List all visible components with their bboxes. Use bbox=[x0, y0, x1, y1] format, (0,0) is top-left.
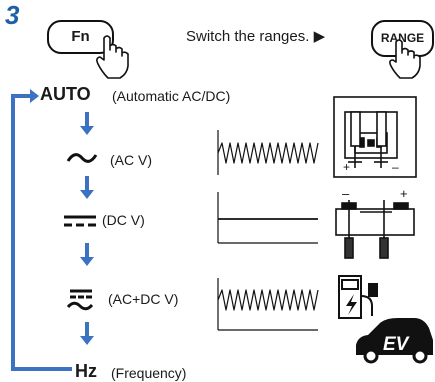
svg-text:–: – bbox=[342, 186, 350, 201]
mode-acdc-v-label: (AC+DC V) bbox=[108, 291, 179, 307]
mode-dc-v-label: (DC V) bbox=[102, 212, 145, 228]
wall-outlet-icon bbox=[333, 96, 417, 178]
step-number: 3 bbox=[5, 0, 20, 30]
ac-symbol-icon bbox=[66, 153, 98, 163]
acdc-waveform bbox=[217, 278, 319, 331]
fn-key[interactable]: Fn bbox=[47, 20, 114, 54]
mode-ac-v-label: (AC V) bbox=[110, 152, 152, 168]
mode-auto-label: AUTO bbox=[40, 84, 91, 104]
svg-text:+: + bbox=[400, 186, 408, 201]
mode-auto-description: (Automatic AC/DC) bbox=[112, 88, 231, 104]
dc-waveform bbox=[217, 192, 318, 244]
hand-pointer-icon bbox=[96, 35, 129, 79]
svg-text:–: – bbox=[392, 160, 399, 174]
ev-car-icon bbox=[356, 318, 433, 364]
down-arrow bbox=[80, 112, 94, 135]
cycle-loop-arrow bbox=[11, 89, 72, 371]
mode-hz-description: (Frequency) bbox=[111, 365, 187, 381]
down-arrow bbox=[80, 322, 94, 345]
acdc-symbol-icon bbox=[66, 289, 94, 311]
dc-symbol-icon bbox=[64, 215, 96, 227]
instruction-text: Switch the ranges. ▶ bbox=[186, 28, 326, 45]
charging-station-icon bbox=[338, 275, 378, 319]
hand-pointer-icon bbox=[389, 39, 421, 79]
battery-icon bbox=[335, 200, 415, 259]
down-arrow bbox=[80, 176, 94, 199]
svg-text:+: + bbox=[343, 160, 350, 174]
ac-waveform bbox=[217, 130, 319, 175]
mode-hz-label: Hz bbox=[75, 361, 97, 381]
down-arrow bbox=[80, 243, 94, 266]
ev-badge-text: EV bbox=[383, 334, 410, 355]
